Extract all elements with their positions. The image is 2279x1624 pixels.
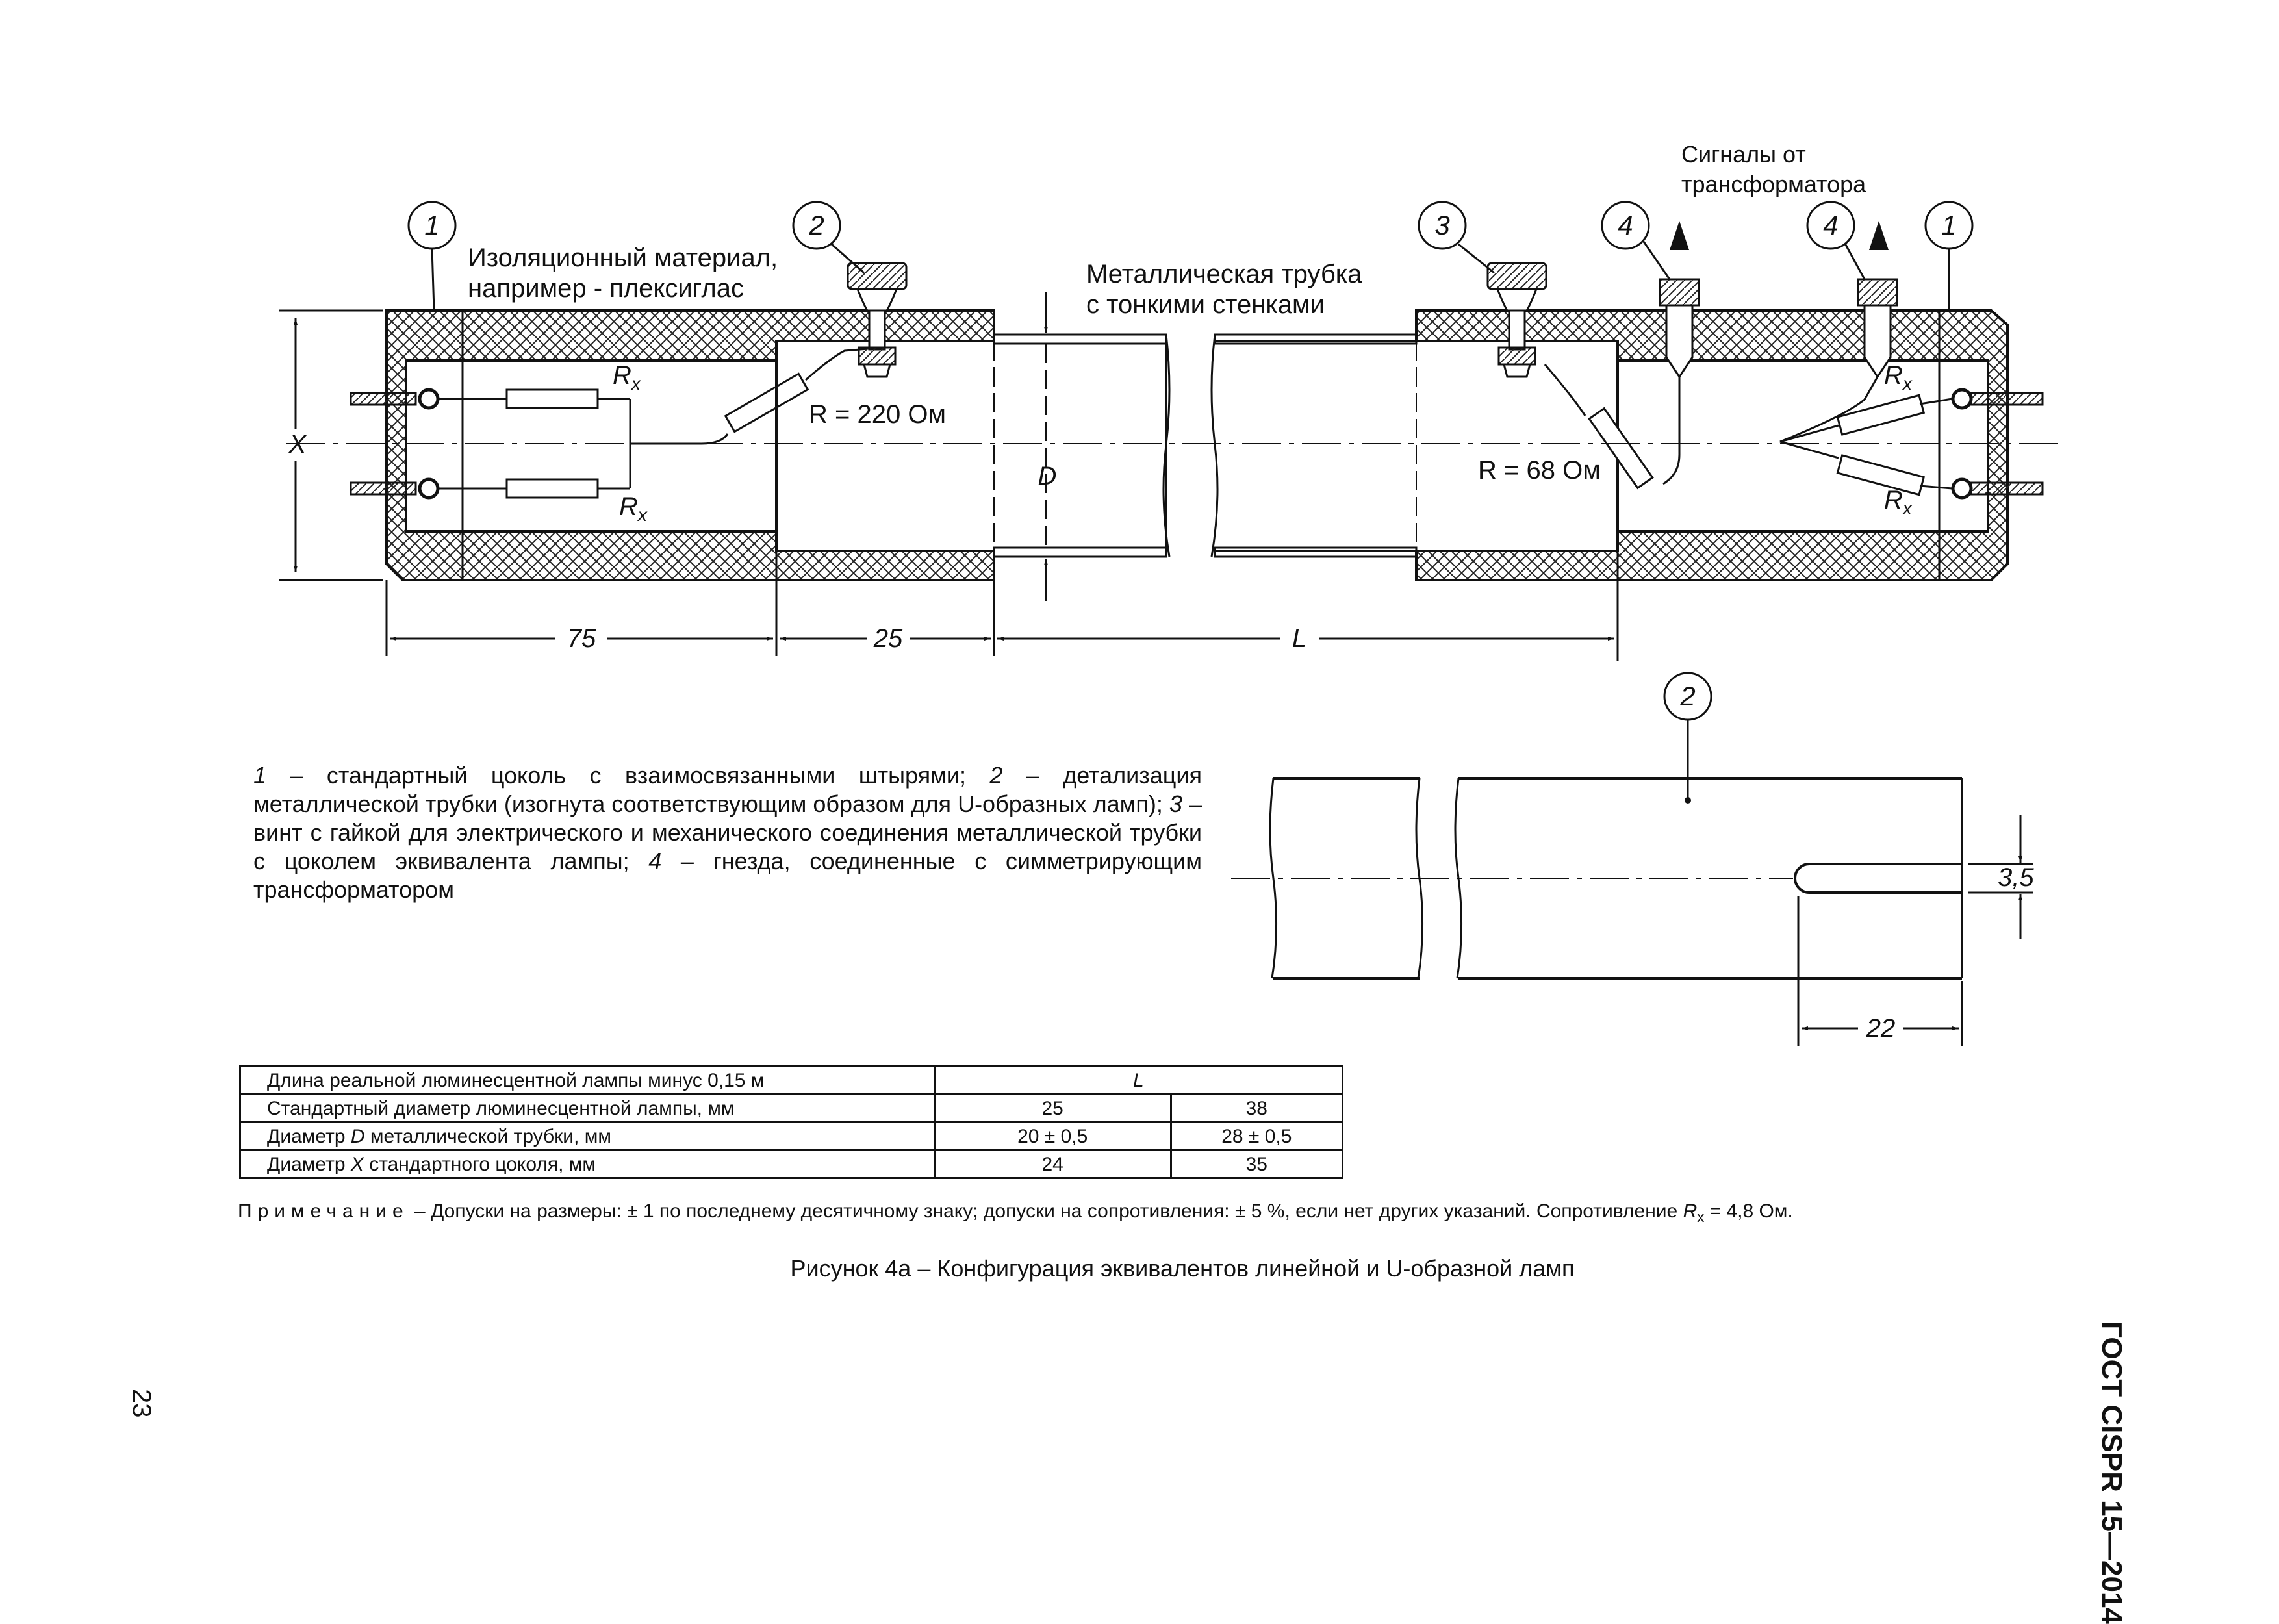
legend-item-3: – винт с гайкой для электрического и мех…	[253, 791, 1202, 874]
dimension-75: 75	[567, 624, 596, 653]
table-row: Длина реальной люминесцентной лампы мину…	[239, 1065, 1344, 1095]
callout-4-second: 4	[1823, 210, 1838, 240]
legend-item-1: – стандартный цоколь с взаимосвязанными …	[266, 762, 990, 789]
table-cell-value: 24	[933, 1149, 1172, 1179]
callout-2: 2	[808, 210, 824, 240]
r68-label: R = 68 Ом	[1478, 456, 1601, 485]
legend-item-2: – детализация металлической трубки (изог…	[253, 762, 1202, 817]
figure-caption: Рисунок 4а – Конфигурация эквивалентов л…	[790, 1255, 1575, 1282]
left-metal-tube	[775, 333, 1171, 558]
right-resistor-network	[1544, 364, 1953, 496]
callout-2-detail: 2	[1679, 681, 1695, 711]
table-cell-value: 38	[1169, 1093, 1344, 1123]
r220-label: R = 220 Ом	[809, 400, 946, 429]
right-screw	[1486, 262, 1547, 378]
standard-id: ГОСТ CISPR 15—2014	[2096, 1321, 2128, 1624]
left-screw	[847, 262, 908, 378]
note-var: R	[1683, 1200, 1698, 1222]
left-pins	[350, 388, 440, 500]
callout-1-left: 1	[424, 210, 439, 240]
legend-item-1-number: 1	[253, 762, 267, 789]
table-row: Стандартный диаметр люминесцентной лампы…	[239, 1093, 1344, 1123]
dimension-25: 25	[873, 624, 903, 653]
table-cell-value: 28 ± 0,5	[1169, 1121, 1344, 1151]
insulation-label-line1: Изоляционный материал,	[468, 244, 778, 272]
table-cell-label: Диаметр X стандартного цоколя, мм	[239, 1149, 936, 1179]
right-metal-tube	[1210, 333, 1618, 558]
metal-tube-label-line1: Металлическая трубка	[1086, 260, 1362, 288]
table-cell-label: Диаметр D металлической трубки, мм	[239, 1121, 936, 1151]
callout-3: 3	[1434, 210, 1449, 240]
table-cell-value: 35	[1169, 1149, 1344, 1179]
signal-arrows	[1670, 221, 1889, 250]
insulation-label-line2: например - плексиглас	[468, 274, 744, 303]
page-number: 23	[127, 1389, 156, 1418]
legend-item-4: – гнезда, соединенные с симметрирующим т…	[253, 848, 1203, 903]
detail-2-dimensions	[1231, 815, 2033, 1046]
left-resistor-network	[438, 346, 884, 499]
table-cell-value: L	[933, 1065, 1344, 1095]
rx-label-lower: Rx	[619, 492, 648, 525]
figure-note: Примечание – Допуски на размеры: ± 1 по …	[238, 1199, 2044, 1230]
legend-item-2-number: 2	[989, 762, 1003, 789]
table-row: Диаметр D металлической трубки, мм 20 ± …	[239, 1121, 1344, 1151]
table-cell-value: 20 ± 0,5	[933, 1121, 1172, 1151]
rx-label-right-upper: Rx	[1884, 361, 1913, 394]
note-sub: x	[1697, 1209, 1705, 1225]
rx-label-upper: Rx	[613, 361, 641, 394]
metal-tube-label-line2: с тонкими стенками	[1086, 290, 1325, 319]
note-tail: = 4,8 Ом.	[1704, 1200, 1793, 1222]
dimensions-table: Длина реальной люминесцентной лампы мину…	[239, 1065, 1344, 1179]
rx-label-right-lower: Rx	[1884, 486, 1913, 518]
dimension-d: D	[1038, 462, 1057, 490]
dimension-22: 22	[1866, 1014, 1896, 1043]
table-row: Диаметр X стандартного цоколя, мм 24 35	[239, 1149, 1344, 1179]
callout-1-right: 1	[1941, 210, 1956, 240]
signals-label-line2: трансформатора	[1681, 171, 1866, 197]
callout-4-first: 4	[1618, 210, 1633, 240]
table-cell-value: 25	[933, 1093, 1172, 1123]
right-base-cap	[1415, 309, 2009, 581]
dimension-l: L	[1292, 624, 1306, 653]
legend-item-4-number: 4	[648, 848, 662, 874]
legend-item-3-number: 3	[1169, 791, 1182, 817]
callouts	[407, 201, 1974, 721]
signals-label-line1: Сигналы от	[1681, 141, 1806, 168]
left-base-cap	[385, 309, 995, 581]
right-sockets	[1659, 278, 1898, 379]
table-cell-label: Длина реальной люминесцентной лампы мину…	[239, 1065, 936, 1095]
figure-legend: 1 – стандартный цоколь с взаимосвязанным…	[253, 761, 1202, 904]
note-heading: Примечание	[238, 1200, 409, 1222]
right-pins	[1951, 388, 2044, 500]
note-text: – Допуски на размеры: ± 1 по последнему …	[409, 1200, 1683, 1222]
detail-2-tube	[1269, 720, 1963, 980]
dimension-lines	[279, 292, 1619, 661]
dimension-3-5: 3,5	[1998, 863, 2034, 892]
dimension-x: X	[288, 430, 307, 459]
table-cell-label: Стандартный диаметр люминесцентной лампы…	[239, 1093, 936, 1123]
